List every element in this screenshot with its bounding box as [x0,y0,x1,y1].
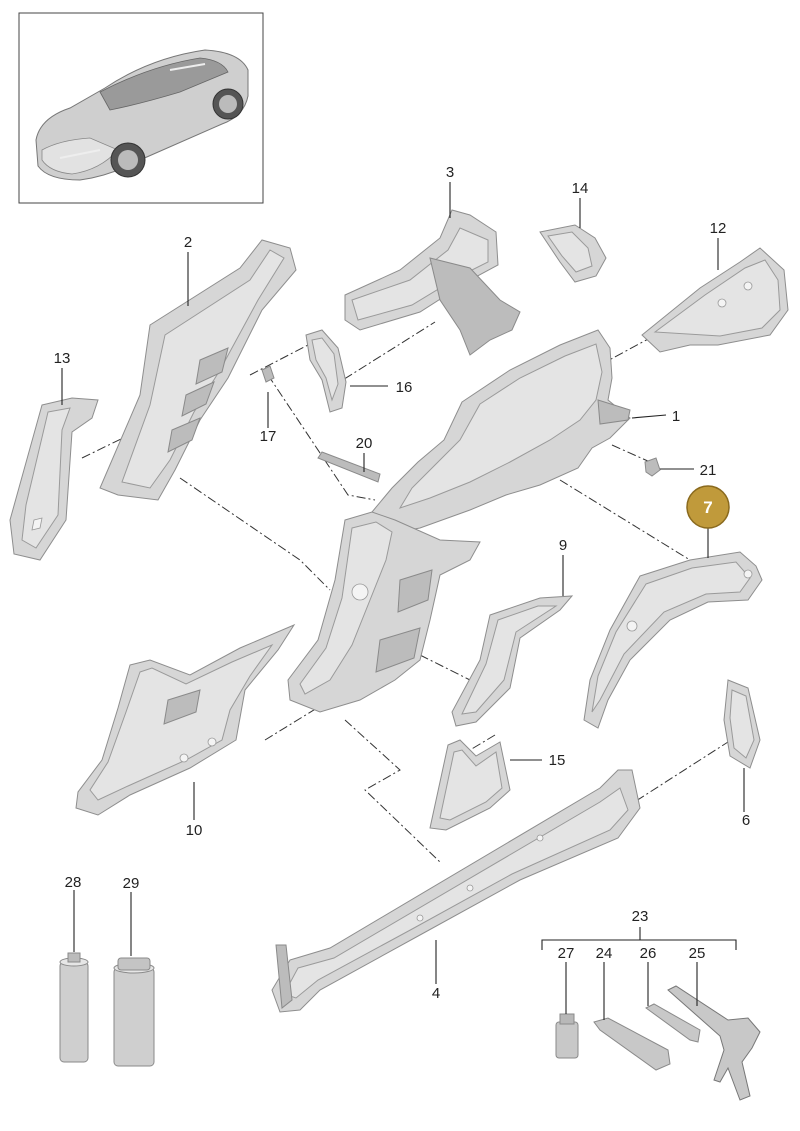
label-2[interactable]: 2 [184,234,192,251]
part-4[interactable] [271,769,641,1013]
label-17[interactable]: 17 [260,428,277,445]
part-21[interactable] [644,457,661,477]
side-frame[interactable] [287,511,481,713]
label-9[interactable]: 9 [559,537,567,554]
part-7[interactable] [583,551,763,729]
part-9[interactable] [451,595,574,727]
label-14[interactable]: 14 [572,180,589,197]
label-20[interactable]: 20 [356,435,373,452]
label-3[interactable]: 3 [446,164,454,181]
highlight-badge-7[interactable]: 7 [686,485,730,529]
label-24[interactable]: 24 [596,945,613,962]
leader-lines [61,182,745,1020]
part-15[interactable] [429,739,511,831]
label-26[interactable]: 26 [640,945,657,962]
label-10[interactable]: 10 [186,822,203,839]
label-13[interactable]: 13 [54,350,71,367]
part-6[interactable] [723,679,761,769]
part-20[interactable] [317,451,381,483]
part-24[interactable] [593,1017,671,1071]
label-27[interactable]: 27 [558,945,575,962]
part-16[interactable] [305,329,347,413]
part-27[interactable] [555,1013,579,1059]
label-21[interactable]: 21 [700,462,717,479]
label-15[interactable]: 15 [549,752,566,769]
car-icon [35,49,249,181]
part-17[interactable] [261,365,275,383]
part-26[interactable] [645,1003,701,1043]
label-6[interactable]: 6 [742,812,750,829]
label-29[interactable]: 29 [123,875,140,892]
part-25[interactable] [667,985,761,1101]
label-23[interactable]: 23 [632,908,649,925]
highlight-circle[interactable] [686,485,730,529]
label-25[interactable]: 25 [689,945,706,962]
part-14[interactable] [539,224,607,283]
label-4[interactable]: 4 [432,985,440,1002]
part-28[interactable] [59,952,89,1063]
part-3[interactable] [344,209,521,356]
part-1[interactable] [371,329,631,536]
part-10[interactable] [75,623,296,816]
part-12[interactable] [641,247,789,353]
label-12[interactable]: 12 [710,220,727,237]
part-2[interactable] [99,239,297,501]
label-7[interactable]: 7 [703,498,712,517]
assembly-lines [81,321,729,863]
label-16[interactable]: 16 [396,379,413,396]
part-13[interactable] [9,397,99,561]
vehicle-thumbnail [18,12,264,204]
label-1[interactable]: 1 [672,408,680,425]
label-28[interactable]: 28 [65,874,82,891]
part-29[interactable] [113,957,155,1067]
callout-labels: 3 14 12 2 13 16 17 1 20 21 9 15 6 10 4 2… [54,164,751,1002]
